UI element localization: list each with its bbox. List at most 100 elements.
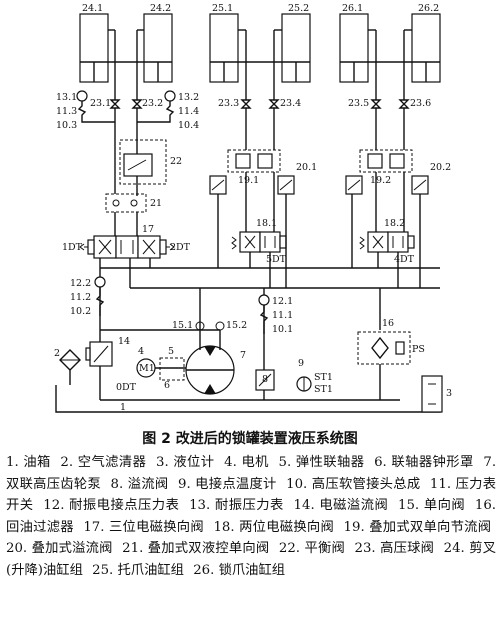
legend-item: 25. 托爪油缸组 (92, 562, 184, 578)
label-st1-b: ST1 (314, 384, 333, 395)
label-filter-16: 16 (382, 318, 394, 329)
legend-item: 22. 平衡阀 (278, 541, 346, 556)
label-thermometer-9: 9 (298, 358, 304, 369)
legend-item: 9. 电接点温度计 (177, 476, 277, 492)
legend-item: 17. 三位电磁换向阀 (83, 519, 204, 535)
label-gauge-12-2: 12.2 (70, 278, 91, 289)
legend-item: 24. 剪叉(升降)油缸组 (6, 541, 497, 578)
valve-stack-1 (209, 108, 295, 232)
two-position-valve-18-2 (359, 231, 415, 253)
air-filter-2 (59, 349, 81, 385)
legend-item: 23. 高压球阀 (354, 541, 435, 556)
legend-item: 4. 电机 (224, 455, 269, 470)
label-cylinder-25-1: 25.1 (212, 3, 233, 14)
label-throttle-19-2: 19.2 (370, 175, 391, 186)
label-check-15-1: 15.1 (172, 320, 193, 331)
label-valve-18-2: 18.2 (384, 218, 405, 229)
label-switch-11-4: 11.4 (178, 106, 199, 117)
label-balance-valve-22: 22 (170, 156, 182, 167)
label-relief-8: 8 (262, 374, 268, 385)
pilot-check-valve-21 (105, 140, 147, 236)
legend-item: 21. 叠加式双液控单向阀 (122, 541, 270, 556)
return-filter-16 (357, 331, 411, 400)
legend-item: 18. 两位电磁换向阀 (213, 519, 335, 535)
label-valve-23-4: 23.4 (280, 98, 301, 109)
label-cylinder-24-1: 24.1 (82, 3, 103, 14)
label-5dt: 5DT (266, 254, 287, 265)
check-valves-15 (195, 321, 225, 331)
label-check-15-2: 15.2 (226, 320, 247, 331)
label-valve-21: 21 (150, 198, 162, 209)
legend-item: 6. 联轴器钟形罩 (374, 455, 474, 470)
legend-item: 13. 耐振压力表 (189, 498, 284, 513)
legend-item: 11. 压力表开关 (6, 476, 497, 514)
label-cylinder-26-1: 26.1 (342, 3, 363, 14)
label-motor-4: 4 (138, 346, 144, 357)
figure-legend: 1. 油箱 2. 空气滤清器 3. 液位计 4. 电机 5. 弹性联轴器 6. … (6, 452, 496, 581)
label-hose-10-2: 10.2 (70, 306, 91, 317)
schematic-labels: 24.1 24.2 25.1 25.2 26.1 26.2 13.1 13.2 … (54, 3, 452, 413)
legend-item: 5. 弹性联轴器 (278, 455, 365, 470)
legend-item: 2. 空气滤清器 (60, 455, 147, 470)
label-st1-a: ST1 (314, 372, 333, 383)
label-switch-11-3: 11.3 (56, 106, 77, 117)
motor-pump-unit (136, 340, 235, 395)
label-hose-10-3: 10.3 (56, 120, 77, 131)
legend-item: 12. 耐振电接点压力表 (43, 498, 180, 513)
tank-1 (55, 375, 443, 413)
thermometer-9 (296, 376, 312, 392)
legend-item: 20. 叠加式溢流阀 (6, 541, 113, 556)
two-position-valve-18-1 (231, 231, 287, 253)
hydraulic-schematic: 24.1 24.2 25.1 25.2 26.1 26.2 13.1 13.2 … (54, 3, 452, 413)
legend-item: 14. 电磁溢流阀 (293, 498, 389, 513)
label-gauge-13-2: 13.2 (178, 92, 199, 103)
label-hose-10-1: 10.1 (272, 324, 293, 335)
label-1dt: 1DT (62, 242, 83, 253)
label-gauge-13-1: 13.1 (56, 92, 77, 103)
label-m1: M1 (139, 363, 155, 374)
ball-valves-23 (109, 95, 410, 109)
label-0dt: 0DT (116, 382, 137, 393)
label-gauge-12-1: 12.1 (272, 296, 293, 307)
pressure-gauges-13 (76, 90, 176, 140)
cylinder-group-25 (209, 13, 311, 95)
label-coupling-5: 5 (168, 346, 174, 357)
relief-valve-14 (85, 330, 113, 400)
label-cylinder-25-2: 25.2 (288, 3, 309, 14)
label-throttle-19-1: 19.1 (238, 175, 259, 186)
legend-item: 15. 单向阀 (397, 498, 466, 513)
legend-item: 3. 液位计 (155, 455, 215, 470)
main-lines (99, 194, 440, 360)
legend-item: 26. 锁爪油缸组 (193, 562, 286, 578)
label-relief-14: 14 (118, 336, 130, 347)
label-2dt: 2DT (170, 242, 191, 253)
label-valve-18-1: 18.1 (256, 218, 277, 229)
label-valve-23-2: 23.2 (142, 98, 163, 109)
label-hose-10-4: 10.4 (178, 120, 199, 131)
legend-item: 8. 溢流阀 (110, 476, 169, 492)
legend-item: 10. 高压软管接头总成 (286, 476, 421, 492)
label-level-gauge-3: 3 (446, 388, 452, 399)
schematic-lines (55, 13, 443, 413)
label-valve-17: 17 (142, 224, 154, 235)
label-valve-23-5: 23.5 (348, 98, 369, 109)
label-4dt: 4DT (394, 254, 415, 265)
relief-valve-8 (255, 360, 275, 400)
legend-item: 19. 叠加式双单向节流阀 (343, 519, 492, 535)
label-switch-11-1: 11.1 (272, 310, 293, 321)
label-valve-23-6: 23.6 (410, 98, 431, 109)
label-air-filter-2: 2 (54, 348, 60, 359)
label-ps: PS (412, 344, 425, 355)
label-cylinder-24-2: 24.2 (150, 3, 171, 14)
label-pump-7: 7 (240, 350, 246, 361)
label-valve-23-3: 23.3 (218, 98, 239, 109)
label-housing-6: 6 (164, 380, 170, 391)
legend-item: 16. 回油过滤器 (6, 498, 497, 535)
balance-valve-22 (119, 139, 167, 196)
label-overflow-20-2: 20.2 (430, 162, 451, 173)
legend-item: 7. 双联高压齿轮泵 (6, 455, 497, 492)
label-switch-11-2: 11.2 (70, 292, 91, 303)
valve-stack-2 (345, 108, 429, 232)
pressure-gauges-12 (94, 276, 270, 334)
figure-caption: 图 2 改进后的锁罐装置液压系统图 (142, 431, 358, 447)
